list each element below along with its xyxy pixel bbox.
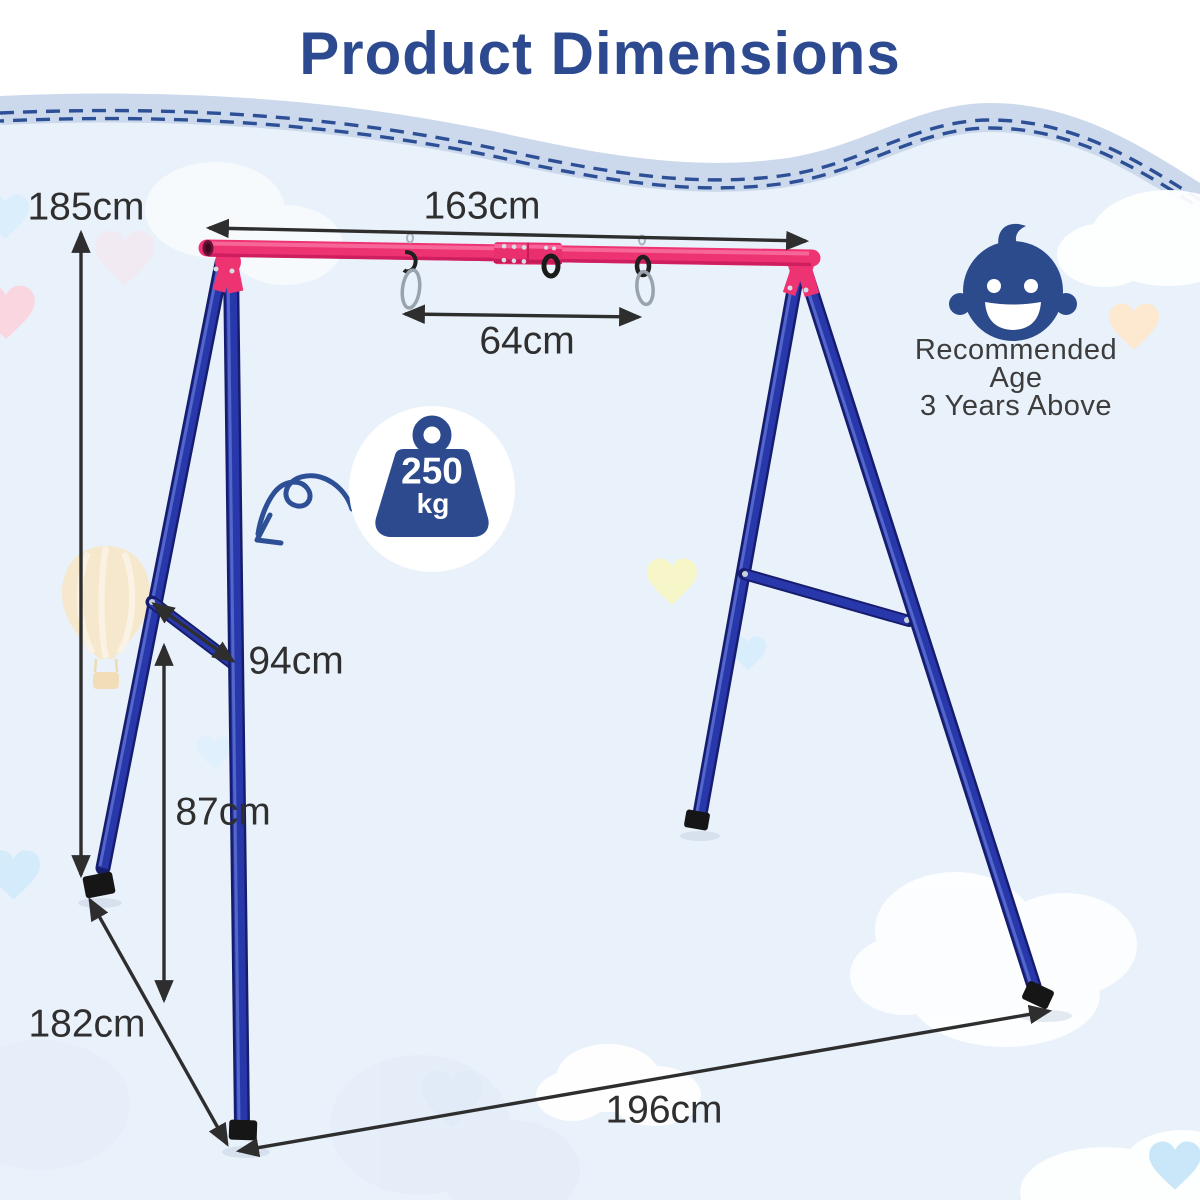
dim-label-base-width: 196cm <box>605 1088 723 1132</box>
dim-label-height: 185cm <box>27 185 145 229</box>
wave-dashed-line <box>0 116 1200 210</box>
bar-center-sleeve <box>493 242 563 265</box>
frame-brace-right <box>738 568 915 627</box>
arrow-brace-length <box>151 602 236 663</box>
frame-leg-front-left <box>223 257 250 1132</box>
weight-capacity-value: 250 <box>401 450 463 492</box>
frame-leg-back-left <box>95 255 230 876</box>
frame-leg-back-right <box>692 260 806 822</box>
carabiner-hook-right <box>634 254 655 307</box>
arrow-bar-length <box>205 218 810 251</box>
curved-arrow-icon <box>254 473 355 546</box>
dim-label-hanger-spacing: 64cm <box>479 319 575 363</box>
age-line2: 3 Years Above <box>920 390 1112 422</box>
arrow-base-depth <box>88 897 229 1147</box>
baby-icon <box>949 223 1077 341</box>
hanger-strap-center <box>541 253 561 279</box>
wave-divider <box>0 0 1200 210</box>
wave-dashed-line <box>0 108 1200 202</box>
weight-icon <box>349 406 515 572</box>
carabiner-hook-left <box>400 250 422 310</box>
page-title: Product Dimensions <box>299 20 901 87</box>
dim-label-brace-height: 87cm <box>175 790 271 834</box>
dimension-arrows <box>71 218 1053 1158</box>
dim-label-brace-length: 94cm <box>248 639 344 683</box>
dim-label-base-depth: 182cm <box>28 1002 146 1046</box>
frame-leg-front-right <box>796 260 1042 994</box>
dim-label-bar-length: 163cm <box>423 184 541 228</box>
weight-capacity-unit: kg <box>416 488 450 519</box>
age-line1: Recommended Age <box>914 334 1118 394</box>
arrow-base-width <box>235 1004 1053 1158</box>
age-recommendation-text: Recommended Age 3 Years Above <box>914 334 1118 422</box>
arrow-hanger-spacing <box>401 304 643 327</box>
